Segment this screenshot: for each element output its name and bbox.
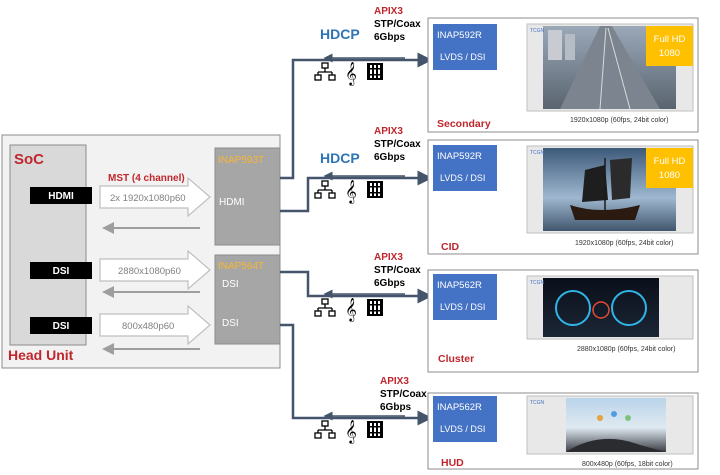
serializer-593t-name: INAP593T xyxy=(218,155,264,166)
deserializer-cid-if: LVDS / DSI xyxy=(440,173,485,183)
hdmi-port-label: HDMI xyxy=(48,191,74,202)
badge-secondary-line2: 1080 xyxy=(659,48,680,59)
badge-cid-line2: 1080 xyxy=(659,170,680,181)
network-icon xyxy=(314,298,336,317)
serializer-593t-port: HDMI xyxy=(219,197,245,208)
hdmi-signal-label: 2x 1920x1080p60 xyxy=(110,193,186,204)
control-icon xyxy=(367,299,383,316)
apix-label-4: APIX3 xyxy=(380,376,409,387)
resolution-hud: 800x480p (60fps, 18bit color) xyxy=(582,461,673,468)
audio-clef-icon: 𝄞 xyxy=(345,61,357,86)
screen-secondary-tag: TCGN xyxy=(530,28,545,34)
dsi1-signal-label: 2880x1080p60 xyxy=(118,266,181,277)
icon-group: 𝄞 xyxy=(314,61,383,86)
apix-label-2: APIX3 xyxy=(374,126,403,137)
link-labels: HDCP APIX3 STP/Coax 6Gbps HDCP APIX3 STP… xyxy=(320,6,427,413)
resolution-cid: 1920x1080p (60fps, 24bit color) xyxy=(575,240,673,247)
badge-secondary xyxy=(646,26,693,66)
network-icon xyxy=(314,420,336,439)
hdmi-port xyxy=(30,187,92,204)
hdcp-label-1: HDCP xyxy=(320,26,360,42)
resolution-secondary: 1920x1080p (60fps, 24bit color) xyxy=(570,117,668,124)
soc-label: SoC xyxy=(14,151,44,168)
medium-label-3: STP/Coax xyxy=(374,265,421,276)
apix-label-3: APIX3 xyxy=(374,252,403,263)
rate-label-1: 6Gbps xyxy=(374,32,406,43)
dsi1-video-arrow xyxy=(99,249,211,291)
serializer-564t-port-2: DSI xyxy=(222,318,239,329)
apix-label-1: APIX3 xyxy=(374,6,403,17)
rate-label-3: 6Gbps xyxy=(374,278,406,289)
rate-label-4: 6Gbps xyxy=(380,402,412,413)
deserializer-secondary-if: LVDS / DSI xyxy=(440,52,485,62)
screen-hud-tag: TCGN xyxy=(530,400,545,406)
display-secondary: INAP592R LVDS / DSI TCGN Full HD 1080 Se… xyxy=(427,17,699,133)
link-lines xyxy=(280,52,433,426)
soc-block xyxy=(9,144,87,346)
control-icon xyxy=(367,181,383,198)
back-channel-lines xyxy=(323,53,405,421)
display-hud: INAP562R LVDS / DSI TCGN HUD 800x480p (6… xyxy=(427,392,699,470)
display-name-secondary: Secondary xyxy=(437,118,491,130)
medium-label-1: STP/Coax xyxy=(374,19,421,30)
dsi-port-2-label: DSI xyxy=(53,321,70,332)
deserializer-cluster xyxy=(433,274,497,320)
dsi-port-1-label: DSI xyxy=(53,266,70,277)
deserializer-cluster-name: INAP562R xyxy=(437,280,482,291)
deserializer-cid xyxy=(433,145,497,191)
head-unit-title: Head Unit xyxy=(8,347,74,363)
audio-clef-icon: 𝄞 xyxy=(345,297,357,322)
dsi2-video-arrow xyxy=(99,304,211,346)
icon-groups: 𝄞 𝄞 𝄞 𝄞 xyxy=(314,61,383,444)
deserializer-hud-name: INAP562R xyxy=(437,402,482,413)
hdcp-label-2: HDCP xyxy=(320,150,360,166)
rate-label-2: 6Gbps xyxy=(374,152,406,163)
badge-cid xyxy=(646,148,693,188)
badge-cid-line1: Full HD xyxy=(654,156,686,167)
badge-secondary-line1: Full HD xyxy=(654,34,686,45)
medium-label-2: STP/Coax xyxy=(374,139,421,150)
serializer-564t-name: INAP564T xyxy=(218,261,264,272)
link-line-hud xyxy=(280,323,433,426)
serializer-inap564t xyxy=(214,254,281,345)
deserializer-cluster-if: LVDS / DSI xyxy=(440,302,485,312)
resolution-cluster: 2880x1080p (60fps, 24bit color) xyxy=(577,346,675,353)
mst-label: MST (4 channel) xyxy=(108,173,185,184)
dsi2-signal-label: 800x480p60 xyxy=(122,321,174,332)
display-name-cid: CID xyxy=(441,241,460,253)
serializer-564t-port-1: DSI xyxy=(222,279,239,290)
serializer-inap593t xyxy=(214,147,281,246)
network-icon xyxy=(314,62,336,81)
medium-label-4: STP/Coax xyxy=(380,389,427,400)
icon-group: 𝄞 xyxy=(314,419,383,444)
screen-cid-tag: TCGN xyxy=(530,150,545,156)
display-cluster: INAP562R LVDS / DSI TCGN Cluster 2880x10… xyxy=(427,269,699,373)
dsi-port-2 xyxy=(30,317,92,334)
deserializer-cid-name: INAP592R xyxy=(437,151,482,162)
audio-clef-icon: 𝄞 xyxy=(345,179,357,204)
control-icon xyxy=(367,63,383,80)
cluster-image xyxy=(543,278,659,337)
icon-group: 𝄞 xyxy=(314,179,383,204)
deserializer-secondary-name: INAP592R xyxy=(437,30,482,41)
screen-cluster-tag: TCGN xyxy=(530,280,545,286)
network-icon xyxy=(314,180,336,199)
deserializer-hud-if: LVDS / DSI xyxy=(440,424,485,434)
hdmi-video-arrow xyxy=(99,176,211,218)
link-line-cid xyxy=(280,170,433,213)
deserializer-secondary xyxy=(433,24,497,70)
link-line-secondary xyxy=(280,52,433,180)
deserializer-hud xyxy=(433,396,497,442)
display-cid: INAP592R LVDS / DSI TCGN Full HD 1080 CI… xyxy=(427,139,699,255)
dsi-port-1 xyxy=(30,262,92,279)
display-name-cluster: Cluster xyxy=(438,353,474,365)
display-name-hud: HUD xyxy=(441,457,464,469)
control-icon xyxy=(367,421,383,438)
icon-group: 𝄞 xyxy=(314,297,383,322)
audio-clef-icon: 𝄞 xyxy=(345,419,357,444)
head-unit: SoC Head Unit HDMI DSI DSI MST (4 channe… xyxy=(1,134,281,369)
link-line-cluster xyxy=(280,270,433,304)
